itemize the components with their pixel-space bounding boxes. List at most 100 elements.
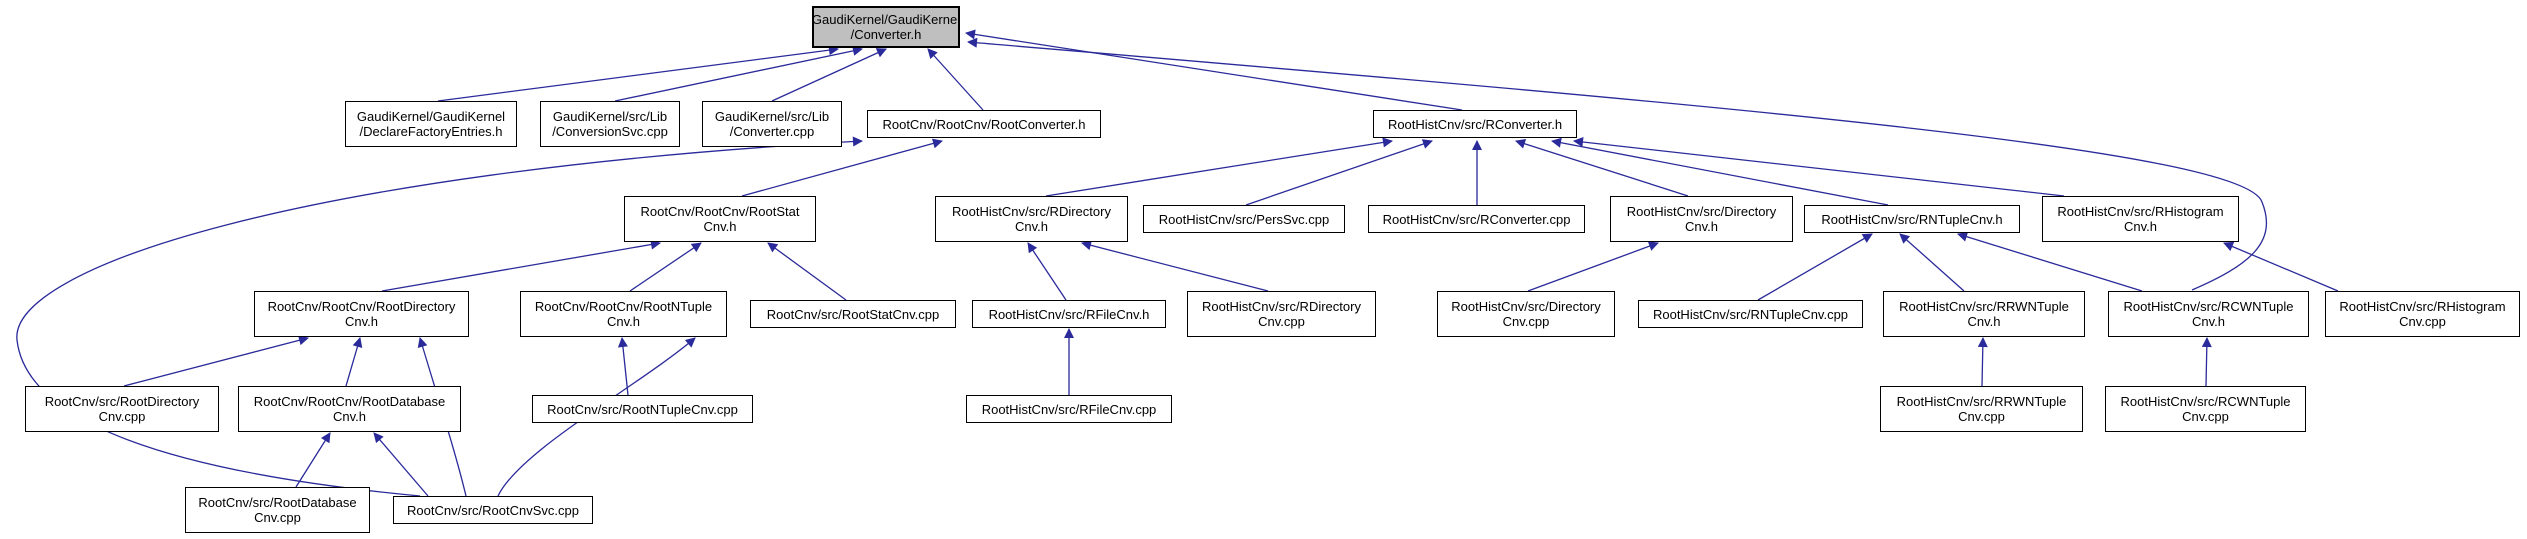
node-rootdatabasecnv-cpp[interactable]: RootCnv/src/RootDatabase Cnv.cpp xyxy=(185,487,370,533)
node-label-line: Cnv.cpp xyxy=(1958,409,2005,424)
node-directorycnv-cpp[interactable]: RootHistCnv/src/Directory Cnv.cpp xyxy=(1437,291,1615,337)
node-gaudikernel-converter-h[interactable]: GaudiKernel/GaudiKernel /Converter.h xyxy=(812,6,960,48)
edge-rootconv-to-conv xyxy=(927,48,984,111)
edge-rdircpp-to-rdir-h xyxy=(1081,240,1269,292)
node-label-line: RootCnv/RootCnv/RootDatabase xyxy=(253,394,446,409)
node-rootntuplecnv-h[interactable]: RootCnv/RootCnv/RootNTuple Cnv.h xyxy=(520,291,727,337)
node-label-line: RootHistCnv/src/Directory xyxy=(1626,204,1777,219)
node-label-line: RootCnv/src/RootDatabase xyxy=(198,495,357,510)
node-label-line: Cnv.h xyxy=(345,314,378,329)
node-label-line: Cnv.h xyxy=(1685,219,1718,234)
node-rootntuplecnv-cpp[interactable]: RootCnv/src/RootNTupleCnv.cpp xyxy=(532,395,753,423)
node-label-line: Cnv.h xyxy=(2192,314,2225,329)
node-perssvc-cpp[interactable]: RootHistCnv/src/PersSvc.cpp xyxy=(1143,205,1345,233)
edge-rntuplecpp-to-rntuple-h xyxy=(1757,233,1873,301)
node-rcwntuplecnv-h[interactable]: RootHistCnv/src/RCWNTuple Cnv.h xyxy=(2108,291,2309,337)
node-label-line: GaudiKernel/src/Lib xyxy=(552,109,668,124)
edge-ccpp-to-conv xyxy=(771,48,887,102)
edge-rootcnvsvc-to-rootdb-h xyxy=(373,432,429,497)
node-label-line: Cnv.cpp xyxy=(98,409,146,424)
edge-rootdircpp-to-rootdir-h xyxy=(123,335,309,387)
edge-rootdir-h-to-rootstat xyxy=(381,239,661,292)
node-rootconverter-h[interactable]: RootCnv/RootCnv/RootConverter.h xyxy=(867,110,1101,138)
node-label-line: Cnv.cpp xyxy=(1258,314,1305,329)
node-rhistogramcnv-h[interactable]: RootHistCnv/src/RHistogram Cnv.h xyxy=(2042,196,2239,242)
node-label-line: /Converter.h xyxy=(850,27,922,42)
node-label-line: RootHistCnv/src/RHistogram xyxy=(2339,299,2506,314)
node-label-line: RootCnv/src/RootStatCnv.cpp xyxy=(766,306,940,322)
node-conversionsvc-cpp[interactable]: GaudiKernel/src/Lib /ConversionSvc.cpp xyxy=(540,101,680,147)
node-label-line: Cnv.h xyxy=(1015,219,1048,234)
node-label-line: RootHistCnv/src/RDirectory xyxy=(1202,299,1361,314)
node-rhistogramcnv-cpp[interactable]: RootHistCnv/src/RHistogram Cnv.cpp xyxy=(2325,291,2520,337)
node-rootdirectorycnv-cpp[interactable]: RootCnv/src/RootDirectory Cnv.cpp xyxy=(25,386,219,432)
node-rdirectorycnv-h[interactable]: RootHistCnv/src/RDirectory Cnv.h xyxy=(935,196,1128,242)
node-label-line: RootCnv/RootCnv/RootStat xyxy=(640,204,800,219)
node-rcwntuplecnv-cpp[interactable]: RootHistCnv/src/RCWNTuple Cnv.cpp xyxy=(2105,386,2306,432)
edge-rootdb-h-to-rootdir-h xyxy=(345,337,363,387)
node-rfilecnv-cpp[interactable]: RootHistCnv/src/RFileCnv.cpp xyxy=(966,395,1172,423)
edge-csvc-to-conv xyxy=(614,45,863,102)
node-label-line: RootHistCnv/src/RFileCnv.cpp xyxy=(981,401,1157,417)
node-label-line: RootCnv/RootCnv/RootConverter.h xyxy=(882,116,1086,132)
node-label-line: RootHistCnv/src/RHistogram xyxy=(2057,204,2224,219)
node-rrwntuplecnv-h[interactable]: RootHistCnv/src/RRWNTuple Cnv.h xyxy=(1883,291,2085,337)
node-label-line: Cnv.cpp xyxy=(254,510,301,525)
node-label-line: RootCnv/src/RootCnvSvc.cpp xyxy=(407,502,579,518)
node-rconverter-h[interactable]: RootHistCnv/src/RConverter.h xyxy=(1373,110,1577,138)
edge-rdir-h-to-rconv xyxy=(1045,137,1393,197)
node-label-line: RootCnv/RootCnv/RootDirectory xyxy=(267,299,456,314)
edge-dircpp-to-dircnv-h xyxy=(1527,241,1659,292)
node-rootstatcnv-cpp[interactable]: RootCnv/src/RootStatCnv.cpp xyxy=(750,300,956,328)
node-rdirectorycnv-cpp[interactable]: RootHistCnv/src/RDirectory Cnv.cpp xyxy=(1187,291,1376,337)
edge-rcwn-h-to-rntuple-h xyxy=(1957,231,2143,292)
node-label-line: RootHistCnv/src/RCWNTuple xyxy=(2123,299,2294,314)
edge-perssvc-to-rconv xyxy=(1245,139,1433,206)
node-label-line: RootHistCnv/src/RRWNTuple xyxy=(1899,299,2069,314)
node-label-line: RootHistCnv/src/RCWNTuple xyxy=(2120,394,2291,409)
node-label-line: RootHistCnv/src/RFileCnv.h xyxy=(988,306,1150,322)
node-rconverter-cpp[interactable]: RootHistCnv/src/RConverter.cpp xyxy=(1368,205,1585,233)
node-label-line: Cnv.h xyxy=(333,409,366,424)
edge-rootstatcpp-to-rootstat xyxy=(767,242,847,301)
edge-rcwn-h-to-conv xyxy=(967,37,2268,291)
node-label-line: /DeclareFactoryEntries.h xyxy=(359,124,503,139)
node-label-line: RootCnv/src/RootNTupleCnv.cpp xyxy=(547,401,738,417)
node-rootdatabasecnv-h[interactable]: RootCnv/RootCnv/RootDatabase Cnv.h xyxy=(238,386,461,432)
node-rfilecnv-h[interactable]: RootHistCnv/src/RFileCnv.h xyxy=(972,300,1166,328)
node-label-line: Cnv.h xyxy=(607,314,640,329)
node-rntuplecnv-cpp[interactable]: RootHistCnv/src/RNTupleCnv.cpp xyxy=(1638,300,1863,328)
edge-rfile-h-to-rdir-h xyxy=(1027,242,1067,301)
edge-rhist-h-to-rconv xyxy=(1573,137,2065,197)
edge-rootntuple-h-to-rootstat xyxy=(629,242,702,292)
node-label-line: GaudiKernel/GaudiKernel xyxy=(811,12,961,27)
node-label-line: RootHistCnv/src/RConverter.cpp xyxy=(1382,211,1571,227)
edge-rconv-to-conv xyxy=(965,29,1463,111)
node-label-line: Cnv.h xyxy=(1967,314,2001,329)
node-rootstatcnv-h[interactable]: RootCnv/RootCnv/RootStat Cnv.h xyxy=(624,196,816,242)
node-label-line: /Converter.cpp xyxy=(729,124,815,139)
node-rntuplecnv-h[interactable]: RootHistCnv/src/RNTupleCnv.h xyxy=(1804,205,2020,233)
node-label-line: Cnv.cpp xyxy=(2182,409,2229,424)
node-rrwntuplecnv-cpp[interactable]: RootHistCnv/src/RRWNTuple Cnv.cpp xyxy=(1880,386,2083,432)
node-label-line: Cnv.h xyxy=(2124,219,2157,234)
node-rootcnvsvc-cpp[interactable]: RootCnv/src/RootCnvSvc.cpp xyxy=(393,496,593,524)
edge-rhistcpp-to-rhist-h xyxy=(2223,241,2339,292)
node-converter-cpp[interactable]: GaudiKernel/src/Lib /Converter.cpp xyxy=(702,101,842,147)
edge-rootdbcpp-to-rootdb-h xyxy=(295,432,331,488)
node-label-line: RootHistCnv/src/PersSvc.cpp xyxy=(1158,211,1330,227)
node-label-line: GaudiKernel/GaudiKernel xyxy=(356,109,506,124)
node-directorycnv-h[interactable]: RootHistCnv/src/Directory Cnv.h xyxy=(1610,196,1793,242)
edge-rcwncpp-to-rcwn-h xyxy=(2201,337,2212,387)
node-rootdirectorycnv-h[interactable]: RootCnv/RootCnv/RootDirectory Cnv.h xyxy=(254,291,469,337)
edge-rootntuplecpp-to-rootntuple-h xyxy=(617,337,629,396)
edge-rootstat-to-rootconv xyxy=(741,138,943,197)
node-declarefactoryentries-h[interactable]: GaudiKernel/GaudiKernel /DeclareFactoryE… xyxy=(345,101,517,147)
edge-dfe-to-conv xyxy=(437,45,839,102)
node-label-line: GaudiKernel/src/Lib xyxy=(714,109,830,124)
node-label-line: Cnv.cpp xyxy=(1502,314,1550,329)
node-label-line: RootHistCnv/src/RRWNTuple xyxy=(1896,394,2067,409)
edge-rrwncpp-to-rrwn-h xyxy=(1977,337,1988,387)
